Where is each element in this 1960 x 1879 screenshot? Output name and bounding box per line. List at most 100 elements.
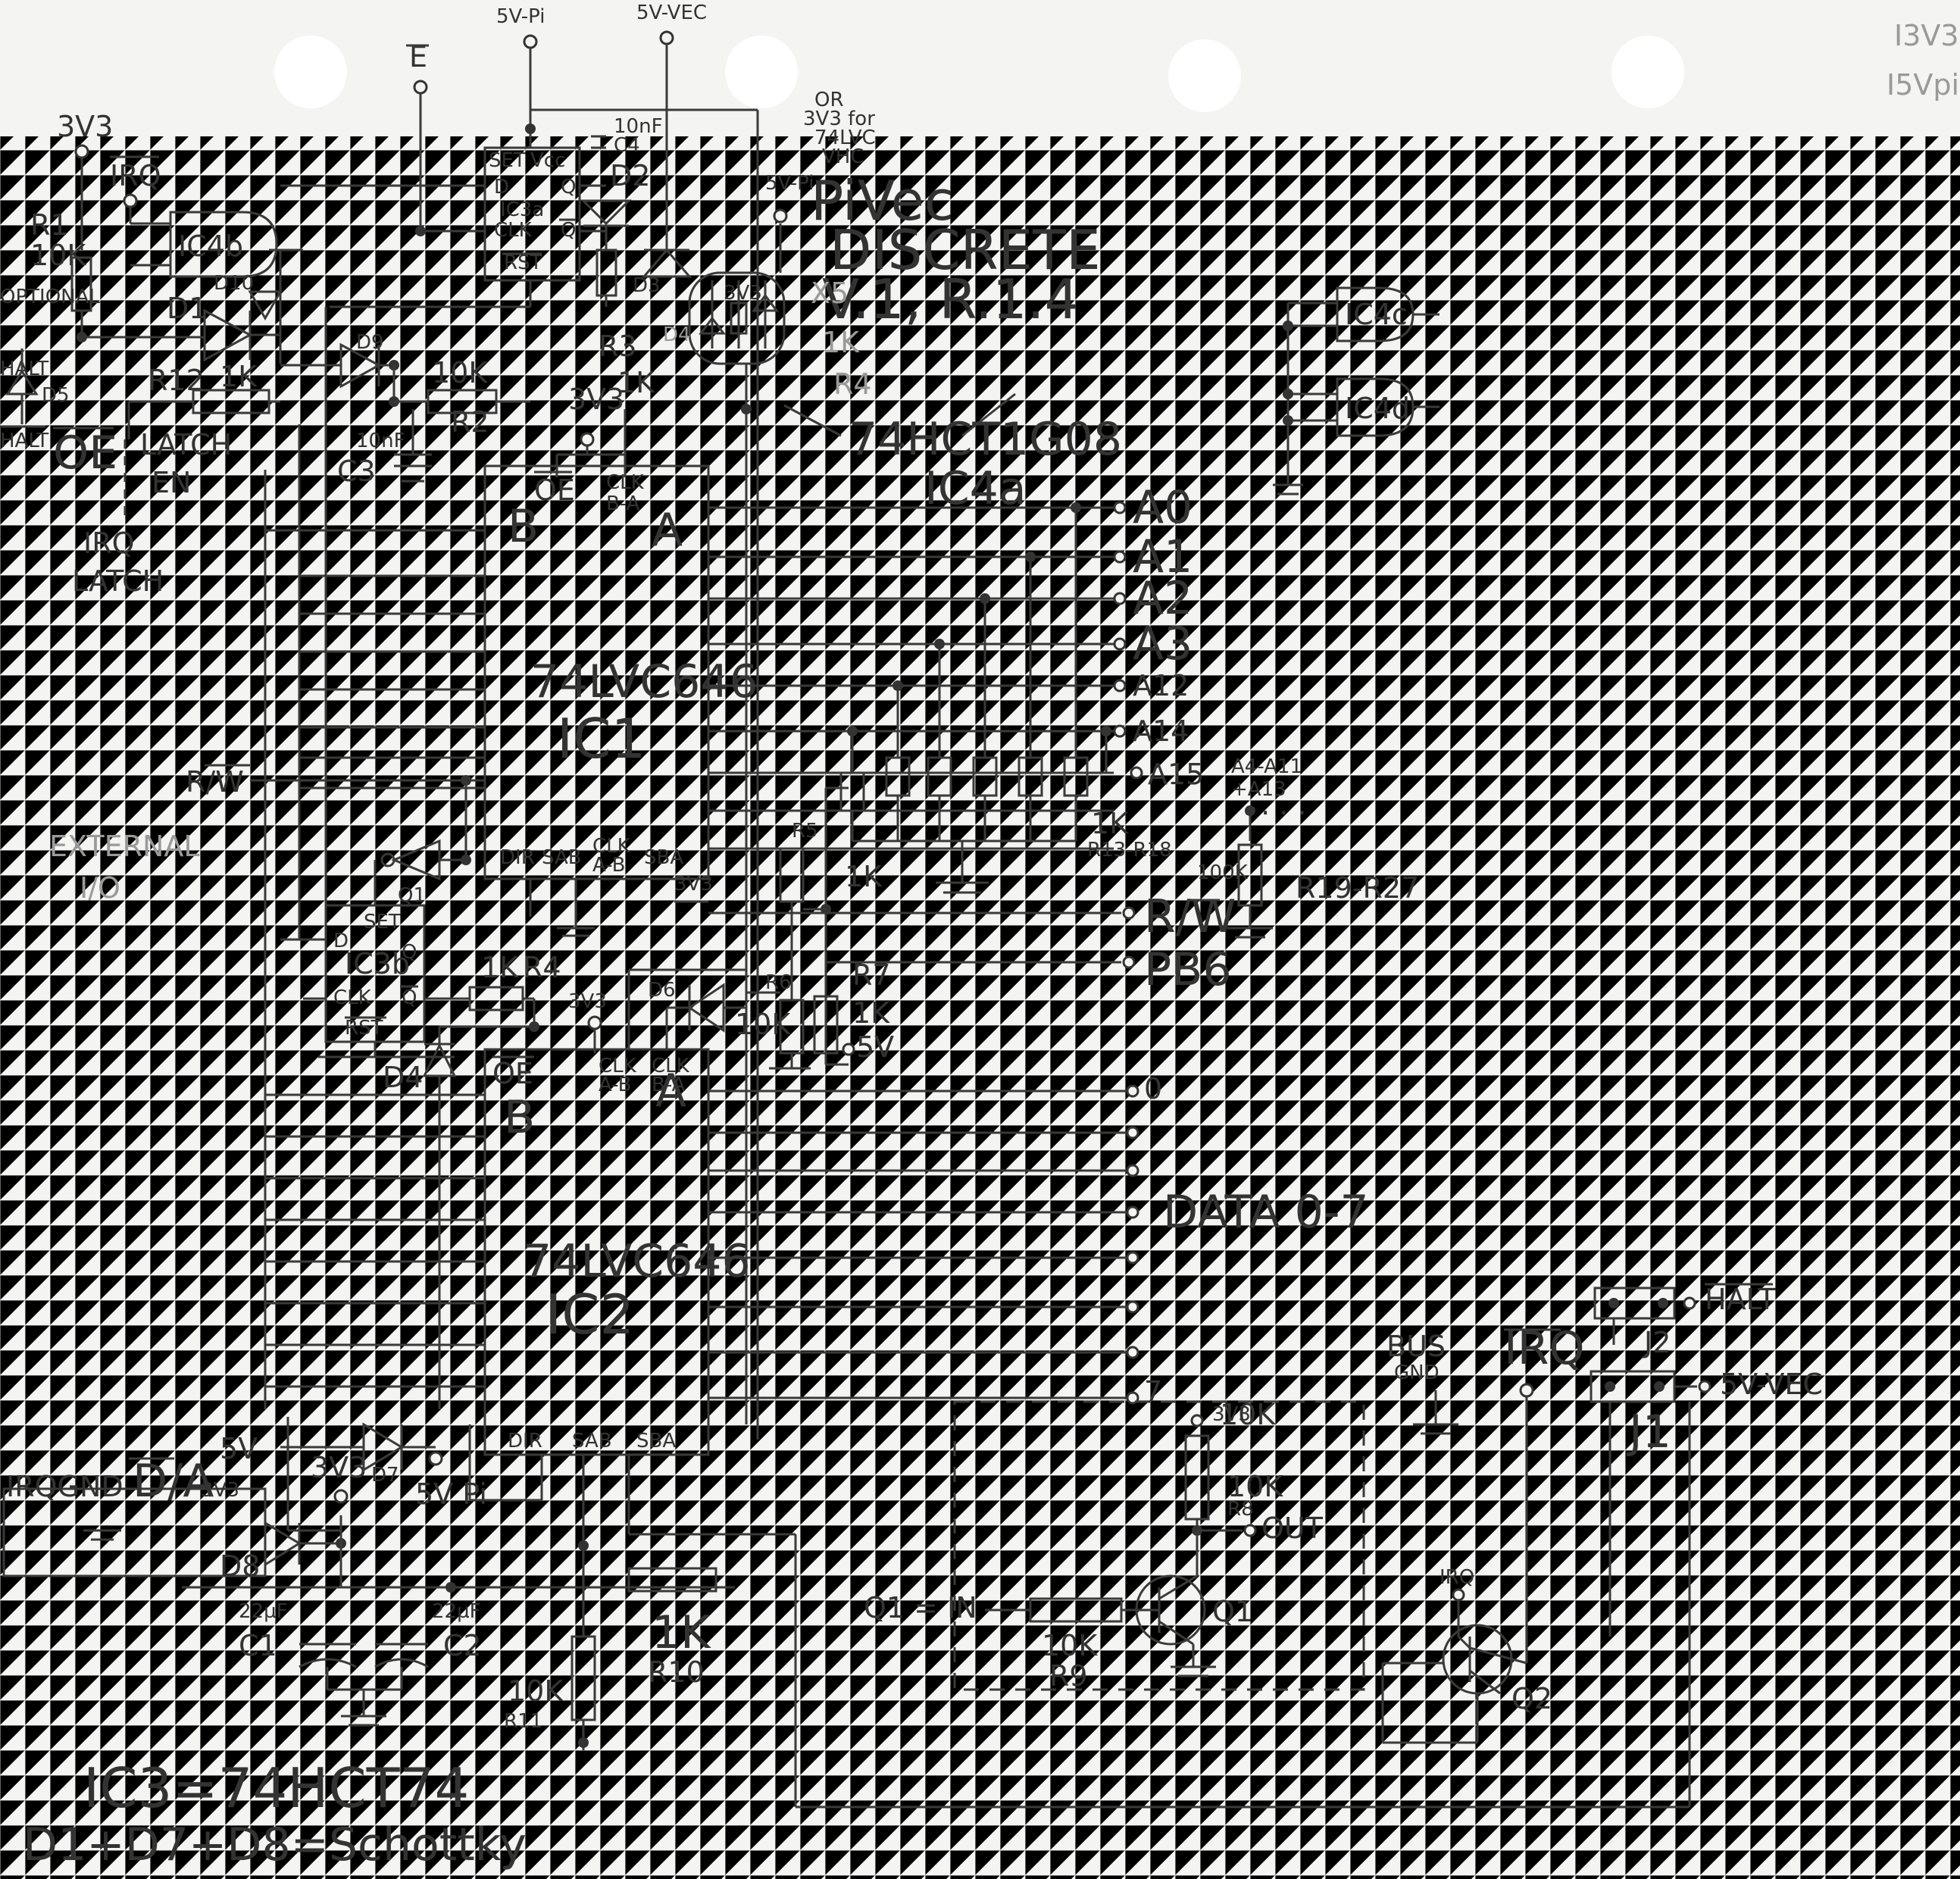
r6-name: R6	[765, 971, 792, 994]
ic2-3v3-label: 3V3	[568, 990, 607, 1013]
d1-label: D1	[167, 292, 207, 325]
ic3a-pin: Q	[561, 176, 576, 199]
power-pin-label: 5V-VEC	[636, 2, 707, 24]
c3-value: 10nF	[356, 430, 405, 452]
q1-label: Q1	[1212, 1595, 1253, 1628]
c3-name: C3	[337, 455, 376, 488]
irq-q2-label: IRQ	[1440, 1566, 1474, 1589]
title-line-3: V.1, R.1.4	[822, 267, 1079, 331]
ic4b-label: IC4b	[178, 230, 243, 263]
r5-value: 1K	[845, 860, 883, 893]
ic3-definition: IC3=74HCT74	[83, 1756, 469, 1820]
r12: R12 1K	[127, 360, 280, 439]
struck-x5: X5	[811, 277, 849, 310]
ic4a: 3V3 74HCT1G08 IC4a X5 1K R4 D4	[663, 224, 1122, 1424]
d3-label: D3	[633, 274, 661, 297]
data-line-7: 7	[1144, 1375, 1162, 1408]
ic3b-pin: Q	[402, 986, 417, 1009]
r2-value: 10K	[432, 356, 488, 389]
d4-label: D4	[383, 1061, 423, 1094]
or-3v3-note: OR 3V3 for 74LVC VHC 5V-Pi	[765, 89, 876, 224]
halt-section: HALT D5 HALT	[0, 349, 70, 452]
latch-en-2: EN	[152, 466, 191, 499]
note-line: OR	[814, 89, 844, 111]
ic2-b-bus	[265, 1093, 485, 1388]
ic3b-pin: CLK	[333, 986, 372, 1009]
title-block: PiVec DISCRETE V.1, R.1.4	[811, 169, 1101, 331]
d4-struck: D4	[663, 324, 691, 346]
title-line-2: DISCRETE	[830, 218, 1101, 282]
r9-name: R9	[1049, 1659, 1088, 1693]
irq-input-section: IRQ IC4b R1 10K OPTIONAL D1 D10	[0, 155, 303, 364]
address-bus: A0 A1 A2 A3 A12 A14 A15 A4-A11 +A13 . . …	[708, 481, 1307, 850]
c2-value: 22µF	[432, 1600, 481, 1623]
addr-a2: A2	[1133, 572, 1193, 625]
latch-en-1: LATCH	[140, 428, 232, 461]
r9-value: 10K	[1042, 1629, 1098, 1662]
rw-pb6-section: R5 1K R/W PB6 R6 10K R7 1K 5V	[708, 786, 1236, 1070]
ic2-name: IC2	[545, 1283, 634, 1346]
ic1-pin: DIR	[500, 846, 535, 869]
power-pin-3v3-left: 3V3	[57, 110, 113, 250]
r4-d4: 1K R4 D4	[383, 951, 561, 1409]
data-bus-label: DATA 0-7	[1163, 1186, 1369, 1239]
ic4a-part: 74HCT1G08	[849, 413, 1122, 466]
pb6-label: PB6	[1144, 943, 1232, 996]
power-pin-5v-vec: 5V-VEC	[636, 2, 707, 250]
addr-note-1: A4-A11	[1231, 755, 1302, 778]
ic3a-pin: Q	[561, 219, 576, 242]
addr-a12: A12	[1133, 669, 1189, 702]
ic2: OE CLK A-B CLK B-A B A 74LVC646 IC2 DIR …	[468, 1048, 751, 1534]
ic1-pin: SBA	[644, 846, 683, 869]
power-pin-5v-pi: 5V-Pi	[496, 5, 545, 129]
ic1-pin: A-B	[592, 854, 626, 877]
ic2-pin: SBA	[636, 1430, 676, 1452]
ic1-part: 74LVC646	[530, 655, 758, 708]
r19-r27: 100K R19-R27	[1197, 805, 1419, 939]
bus-gnd-2: GND	[1394, 1362, 1440, 1384]
3v3-label: 3V3	[201, 1479, 239, 1502]
ic3b: SET D IC3b Q CLK Q RST	[280, 860, 470, 1058]
note-line: VHC	[822, 145, 864, 168]
oe-note: OE	[53, 427, 117, 480]
addr-note-2: +A13	[1231, 778, 1286, 801]
r19-27-name: R19-R27	[1296, 871, 1419, 905]
addr-a14: A14	[1133, 714, 1189, 748]
ic1-pin: CLK	[592, 835, 631, 858]
note-line: 5V-Pi	[765, 172, 814, 195]
5v-vec-label: 5V-VEC	[1720, 1368, 1823, 1401]
ic3a-pin: SET	[489, 149, 526, 172]
binder-holes	[274, 36, 1684, 112]
graph-paper-grid	[0, 136, 1960, 1879]
5v-pi-label: 5V Pi	[415, 1477, 487, 1511]
d6: D6	[627, 968, 780, 1049]
q1-section: 10K 3V3 10K R8 OUT Q1 Q1 = IN 10K R9	[864, 1398, 1365, 1693]
ic3b-pin: RST	[345, 1017, 383, 1040]
ic1-pin-oe: OE	[534, 474, 575, 507]
d6-label: D6	[648, 979, 676, 1002]
bottom-notes: IC3=74HCT74 D1+D7+D8=Schottky	[23, 1756, 527, 1871]
ic1-pin-clk: CLK	[606, 471, 645, 494]
ic2-pin: A-B	[599, 1074, 632, 1096]
r8-value: 10K	[1220, 1398, 1276, 1431]
ic2-pin: B-A	[652, 1074, 686, 1096]
rw-left-label: R/W	[186, 765, 244, 799]
external-io-2: I/O	[80, 871, 120, 905]
data-line-0: 0	[1144, 1072, 1162, 1105]
d3: D3	[633, 248, 692, 297]
ic1-3v3-label: 3V3	[568, 383, 624, 416]
r13-18-name: R13-R18	[1087, 839, 1172, 861]
power-pin-label: 3V3	[57, 110, 113, 143]
ic1-3v3: 3V3	[555, 383, 627, 477]
r11-name: R11	[504, 1710, 542, 1733]
ic2-pin: DIR	[508, 1430, 542, 1452]
j1-label: J1	[1626, 1405, 1671, 1458]
ic2-side-a: A	[655, 1065, 686, 1118]
c4-name: C4	[614, 134, 640, 157]
irq-latch-1: IRQ	[83, 527, 135, 560]
ic4d-label: IC4d	[1345, 392, 1410, 425]
power-pin-label: 5V-Pi	[496, 5, 545, 28]
q1-3v3: 3V3	[1212, 1403, 1251, 1426]
struck-1k: 1K	[822, 326, 860, 359]
